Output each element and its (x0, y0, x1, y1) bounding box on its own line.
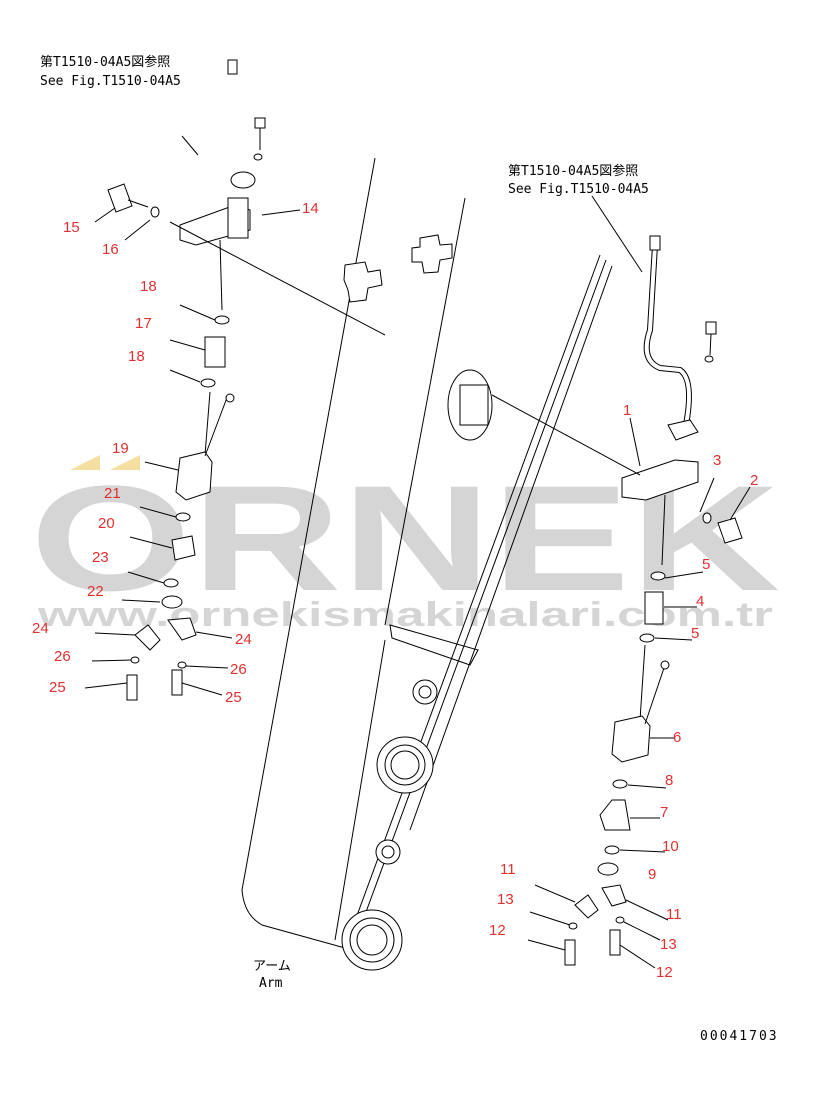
part-number-label: 12 (489, 922, 506, 939)
part-number-label: 5 (702, 556, 710, 573)
part-number-label: 12 (656, 964, 673, 981)
part-number-callouts: 1415161817181921202322242426262525132545… (32, 200, 758, 981)
reference-left-en: See Fig.T1510-04A5 (40, 74, 181, 89)
drawing-number: 00041703 (700, 1029, 779, 1044)
watermark-accent (110, 455, 140, 470)
part-number-label: 22 (87, 583, 104, 600)
part-number-label: 1 (623, 402, 631, 419)
part-number-label: 4 (696, 593, 704, 610)
part-number-label: 26 (230, 661, 247, 678)
part-number-label: 13 (497, 891, 514, 908)
part-number-label: 20 (98, 515, 115, 532)
arm-label-en: Arm (259, 976, 283, 991)
part-number-label: 19 (112, 440, 129, 457)
part-number-label: 18 (140, 278, 157, 295)
reference-right-jp: 第T1510-04A5図参照 (508, 163, 638, 179)
part-number-label: 13 (660, 936, 677, 953)
arm (241, 157, 613, 971)
part-number-label: 3 (713, 452, 721, 469)
part-number-label: 25 (49, 679, 66, 696)
part-number-label: 14 (302, 200, 319, 217)
part-number-label: 18 (128, 348, 145, 365)
part-number-label: 10 (662, 838, 679, 855)
reference-left-jp: 第T1510-04A5図参照 (40, 54, 170, 70)
part-number-label: 15 (63, 219, 80, 236)
part-number-label: 5 (691, 625, 699, 642)
part-number-label: 26 (54, 648, 71, 665)
part-number-label: 11 (666, 906, 682, 923)
part-number-label: 25 (225, 689, 242, 706)
arm-label-jp: アーム (253, 959, 291, 974)
watermark-accent (70, 455, 100, 470)
right-hose-assembly (491, 195, 751, 969)
part-number-label: 2 (750, 472, 758, 489)
part-number-label: 16 (102, 241, 119, 258)
reference-right-en: See Fig.T1510-04A5 (508, 182, 649, 197)
part-number-label: 9 (648, 866, 656, 883)
part-number-label: 23 (92, 549, 109, 566)
part-number-label: 8 (665, 772, 673, 789)
part-number-label: 6 (673, 729, 681, 746)
part-number-label: 7 (660, 804, 668, 821)
part-number-label: 17 (135, 315, 152, 332)
left-hose-assembly (84, 59, 386, 701)
part-number-label: 24 (32, 620, 49, 637)
part-number-label: 24 (235, 631, 252, 648)
part-number-label: 21 (104, 485, 121, 502)
part-number-label: 11 (500, 861, 516, 878)
